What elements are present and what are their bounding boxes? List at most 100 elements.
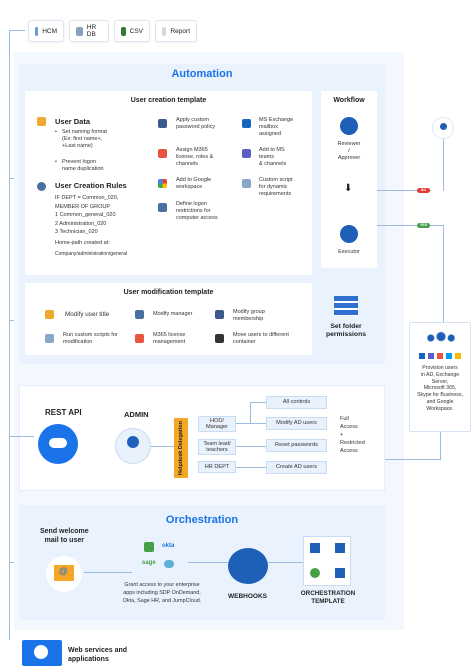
reviewer-icon (340, 117, 358, 135)
reviewer-line: / (348, 148, 350, 154)
provision-line: Workspace. (426, 405, 454, 412)
source-label: HCM (42, 27, 57, 35)
admin-to-delegation (151, 446, 174, 447)
webhooks-icon (228, 548, 268, 584)
webhooks-label: WEBHOOKS (228, 593, 267, 600)
grant-line: apps including SDP OnDemand, (123, 590, 201, 597)
role-label: HR DEPT (204, 463, 230, 470)
right-line: assigned (259, 131, 282, 137)
node-2 (335, 543, 345, 553)
google-workspace-text: Add to Google workspace (176, 177, 211, 191)
mid-line: license, roles & (176, 154, 214, 160)
action-modify-ad[interactable]: Modify AD users (266, 417, 327, 430)
role-label: Team lead/ teachers (203, 440, 231, 454)
action-all-controls[interactable]: All controls (266, 396, 327, 409)
computer-icon (158, 203, 167, 212)
mid-line: Add to Google (176, 177, 212, 183)
rule-line: Home-path created at: (55, 239, 110, 246)
automation-title: Automation (171, 68, 233, 80)
provision-line: and Google (426, 398, 454, 405)
web-line: Web services and (68, 647, 128, 654)
node-3 (310, 568, 320, 578)
provision-line: Server, (431, 378, 449, 385)
naming-line: (Ex: first name+, (62, 136, 103, 142)
orchestration-title: Orchestration (165, 514, 239, 526)
trash-icon (215, 334, 224, 343)
mid-line: computer access (176, 215, 218, 221)
sdp-icon (144, 542, 154, 552)
action-reset-passwords[interactable]: Reset passwords (266, 439, 327, 452)
role-hod[interactable]: HOD/ Manager (198, 416, 236, 432)
rule-line: 3 Technician_020 (55, 229, 98, 236)
exchange-icon (242, 119, 251, 128)
mid-line: workspace (176, 184, 203, 190)
rule-line: IF DEPT = Common_020, (55, 195, 119, 201)
grant-line: Okta, Sage HR, and JumpCloud. (122, 598, 202, 605)
server-icon (334, 296, 358, 316)
mid-line: password policy (176, 124, 216, 130)
set-folder-label: Set folder permissions (322, 323, 370, 339)
yes-badge: YES (417, 223, 430, 228)
manager-icon (135, 310, 144, 319)
envelope-icon (54, 565, 74, 581)
set-folder-line: Set folder (330, 323, 362, 330)
web-line: applications (68, 655, 109, 663)
source-label: HR DB (86, 24, 97, 38)
source-csv: CSV (114, 20, 150, 42)
role-hr-dept[interactable]: HR DEPT (198, 461, 236, 473)
template-line: TEMPLATE (311, 598, 345, 605)
workflow-card: Workflow Reviewer / Approver ⬇ Executor (321, 91, 377, 268)
ms-teams-text: Add to MS teams & channels (259, 147, 286, 168)
prevent-bullet: • (55, 159, 57, 165)
access-text: Full Access + Restricted Access (340, 415, 365, 455)
m365-icon (158, 149, 167, 158)
creation-rules-text: IF DEPT = Common_020, MEMBER OF GROUP 1 … (55, 194, 127, 258)
mid-line: restrictions for (176, 208, 211, 214)
hcm-icon (35, 26, 39, 36)
teams-icon (242, 149, 251, 158)
naming-format-bullet: • (55, 129, 57, 135)
role-connector-v (250, 402, 251, 423)
custom-script-icon (45, 334, 54, 343)
provision-down (440, 432, 441, 460)
mid-line: Assign M365 (176, 147, 208, 153)
down-arrow-icon: ⬇ (344, 183, 353, 194)
csv-icon (121, 26, 126, 36)
orch-connector-1 (84, 572, 132, 573)
modification-template-title: User modification template (123, 289, 214, 296)
reviewer-line: Reviewer (337, 141, 361, 147)
source-hrdb: HR DB (69, 20, 109, 42)
right-line: mailbox (259, 124, 278, 130)
workflow-title: Workflow (333, 97, 365, 104)
set-folder-line: permissions (325, 331, 367, 338)
send-mail-label: Send welcome mail to user (40, 527, 89, 545)
web-services-label: Web services and applications (68, 647, 127, 664)
top-connector (9, 30, 25, 31)
sage-logo: sage (142, 560, 156, 566)
move-users: Move users to different container (233, 332, 289, 345)
role-team-lead[interactable]: Team lead/ teachers (198, 439, 236, 455)
role-connector-3 (236, 467, 266, 468)
source-label: Report (170, 27, 190, 35)
role-label: HOD/ Manager (205, 417, 229, 431)
action-create-ad[interactable]: Create AD users (266, 461, 327, 474)
modify-group: Modify group membership (233, 309, 265, 322)
send-line: Send welcome (40, 528, 89, 535)
jumpcloud-icon (164, 560, 174, 568)
prevent-line: name duplication (62, 166, 104, 172)
password-policy-text: Apply custom password policy (176, 117, 215, 131)
rule-line: Company/administration/general (55, 250, 127, 257)
node-1 (310, 543, 320, 553)
google-icon (158, 179, 167, 188)
provision-card: Provision users in AD, Exchange Server, … (409, 322, 471, 432)
user-data-heading: User Data (55, 117, 91, 126)
access-line: Access (340, 448, 358, 454)
yes-vertical (443, 225, 444, 322)
role-connector-4 (250, 402, 266, 403)
role-connector-2 (236, 446, 266, 447)
script-icon (242, 179, 251, 188)
helpdesk-delegation: Helpdesk Delegation (174, 418, 188, 478)
prevent-duplication-text: Prevent logon name duplication (62, 159, 104, 173)
template-line: ORCHESTRATION (300, 590, 356, 597)
right-line: & channels (259, 161, 287, 167)
